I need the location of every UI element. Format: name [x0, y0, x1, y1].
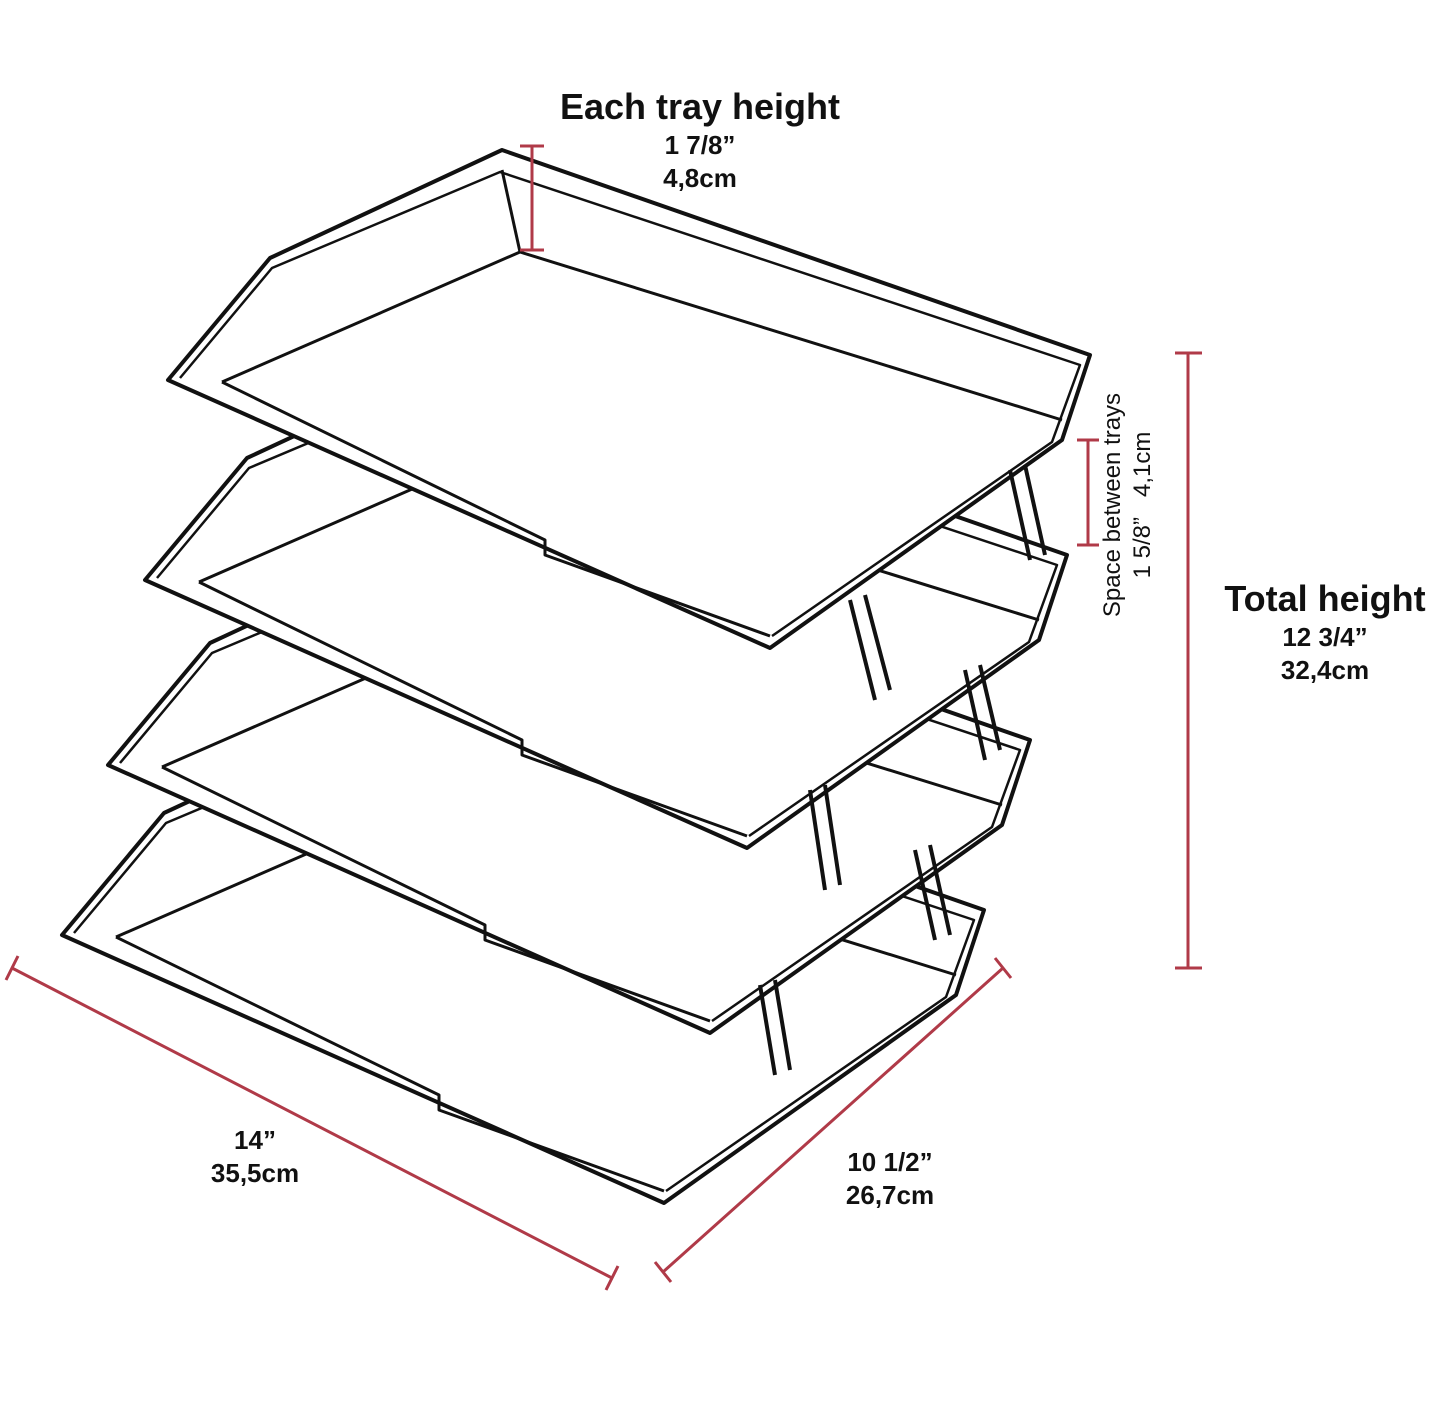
- space-between-label: Space between trays 1 5/8” 4,1cm: [1098, 393, 1158, 617]
- depth-label: 10 1/2” 26,7cm: [815, 1146, 965, 1211]
- tray-height-metric: 4,8cm: [663, 162, 737, 193]
- depth-metric: 26,7cm: [845, 1179, 935, 1210]
- total-height-title: Total height: [1224, 578, 1426, 619]
- total-height-imperial: 12 3/4”: [1282, 622, 1368, 652]
- dimension-lines: [4, 144, 1202, 1291]
- tray-height-label: Each tray height 1 7/8” 4,8cm: [520, 84, 880, 194]
- depth-imperial: 10 1/2”: [847, 1147, 933, 1177]
- tray-height-title: Each tray height: [559, 86, 841, 127]
- total-height-label: Total height 12 3/4” 32,4cm: [1205, 576, 1440, 686]
- space-between-title: Space between trays: [1099, 392, 1126, 618]
- total-height-metric: 32,4cm: [1280, 654, 1370, 685]
- length-label: 14” 35,5cm: [180, 1124, 330, 1189]
- tray-supports: [758, 464, 1047, 1076]
- space-between-imperial: 1 5/8”: [1129, 517, 1156, 579]
- length-metric: 35,5cm: [210, 1157, 300, 1188]
- space-between-metric: 4,1cm: [1129, 431, 1156, 497]
- tray-height-imperial: 1 7/8”: [664, 130, 736, 160]
- length-imperial: 14”: [234, 1125, 276, 1155]
